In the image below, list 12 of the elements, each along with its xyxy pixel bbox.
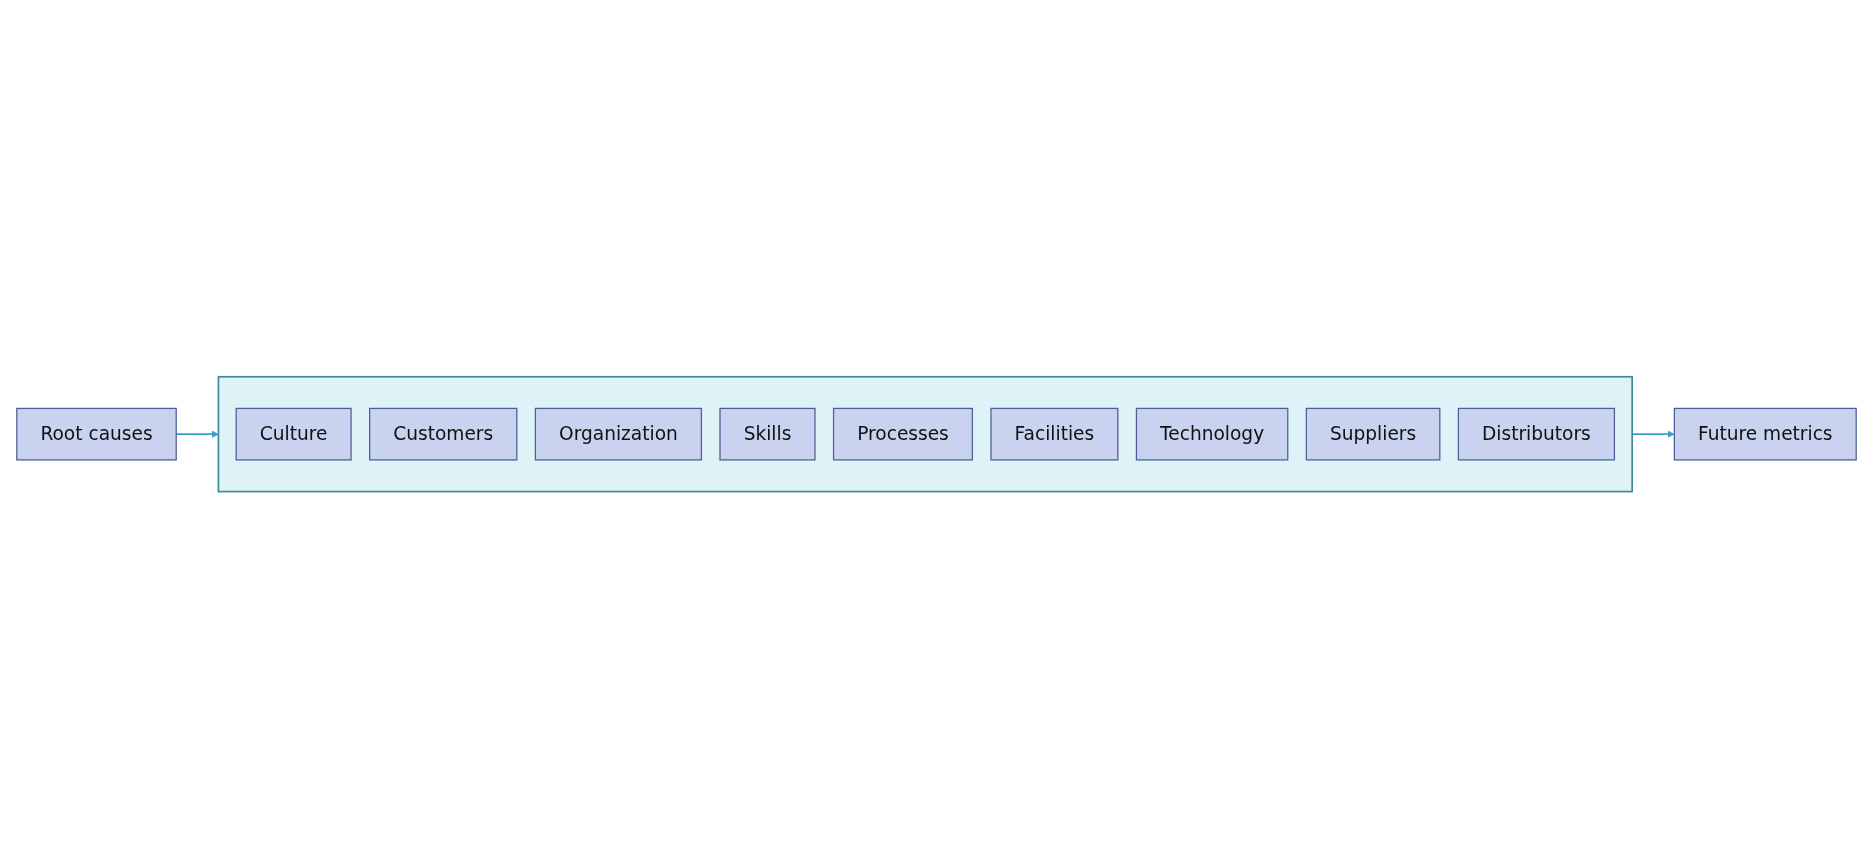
node-box: Root causes <box>16 407 177 461</box>
node-box: Future metrics <box>1673 407 1857 461</box>
node-box: Customers <box>369 407 518 461</box>
cluster <box>217 375 1633 493</box>
node-box: Skills <box>719 407 816 461</box>
node-box: Processes <box>832 407 974 461</box>
node-box: Organization <box>534 407 703 461</box>
node-box: Culture <box>235 407 352 461</box>
node-box: Suppliers <box>1305 407 1441 461</box>
node-box: Distributors <box>1457 407 1616 461</box>
node-box: Facilities <box>990 407 1119 461</box>
node-box: Technology <box>1135 407 1289 461</box>
